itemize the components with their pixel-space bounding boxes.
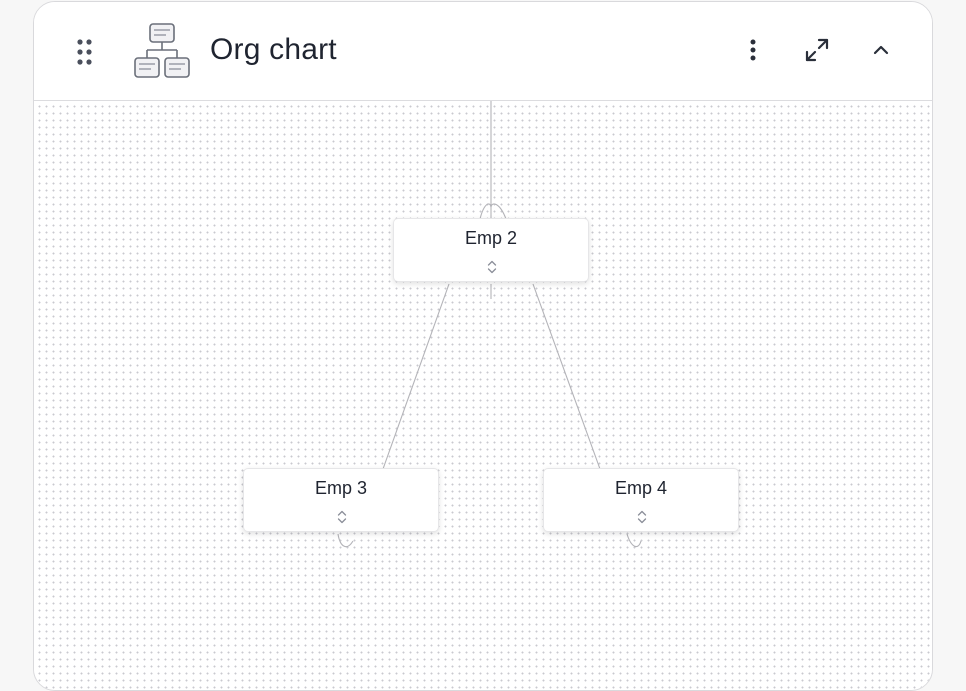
- node-label: Emp 4: [614, 478, 668, 498]
- node-label: Emp 2: [464, 228, 518, 248]
- edge-emp2-to-emp3: [382, 283, 450, 470]
- org-node-emp3[interactable]: Emp 3: [243, 468, 439, 532]
- edge-loop-emp2: [479, 203, 507, 220]
- expand-button[interactable]: [799, 32, 835, 68]
- chevron-up-down-icon: [487, 260, 497, 274]
- edge-loop-emp4: [626, 533, 642, 548]
- chevron-up-down-icon: [337, 510, 347, 524]
- edge-loop-emp3: [337, 533, 354, 548]
- expand-collapse-toggle[interactable]: [334, 508, 350, 526]
- chevron-up-down-icon: [637, 510, 647, 524]
- org-node-emp4[interactable]: Emp 4: [543, 468, 739, 532]
- chart-edges: [337, 101, 642, 548]
- widget-header: Org chart: [34, 2, 932, 101]
- chevron-up-icon: [873, 45, 889, 55]
- chart-canvas[interactable]: Emp 2 Emp 3 Emp 4: [34, 101, 932, 690]
- collapse-button[interactable]: [863, 32, 899, 68]
- more-options-button[interactable]: [735, 32, 771, 68]
- org-chart-widget: Org chart: [33, 1, 933, 691]
- drag-handle-icon[interactable]: [75, 38, 97, 66]
- org-node-emp2[interactable]: Emp 2: [393, 218, 589, 282]
- more-vertical-icon: [750, 39, 756, 61]
- node-label: Emp 3: [314, 478, 368, 498]
- expand-collapse-toggle[interactable]: [634, 508, 650, 526]
- widget-title: Org chart: [210, 33, 337, 66]
- expand-icon: [805, 38, 829, 62]
- expand-collapse-toggle[interactable]: [484, 258, 500, 276]
- org-chart-icon: [133, 22, 191, 80]
- edge-emp2-to-emp4: [532, 283, 601, 470]
